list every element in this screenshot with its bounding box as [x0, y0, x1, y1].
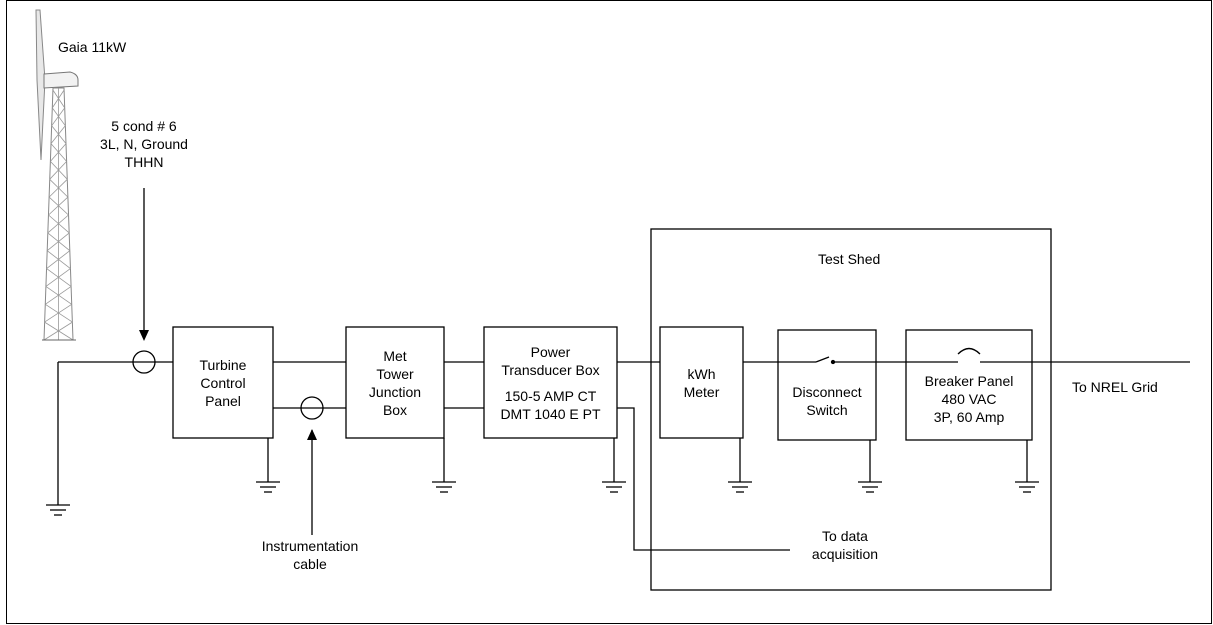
- data-acquisition-wire: [617, 407, 790, 551]
- box-text-line: Control: [200, 374, 246, 391]
- breaker-arc-icon: [906, 347, 1032, 363]
- met-tower-junction-box-label: Met Tower Junction Box: [346, 327, 444, 438]
- box-text-line: Met: [383, 347, 407, 364]
- instrumentation-cable-label: Instrumentation cable: [240, 537, 380, 573]
- box-text-line: Power: [530, 343, 571, 360]
- box-text-line: 480 VAC: [941, 391, 997, 407]
- cable-spec-line-1: 5 cond # 6: [111, 118, 177, 134]
- grid-label: To NREL Grid: [1072, 379, 1158, 395]
- power-transducer-box-label: Power Transducer Box 150-5 AMP CT DMT 10…: [484, 327, 617, 438]
- box-text-line: Box: [382, 401, 408, 418]
- disconnect-switch-box: [777, 329, 877, 441]
- cable-spec-label: 5 cond # 6 3L, N, Ground THHN: [84, 117, 204, 171]
- box-text-line: 3P, 60 Amp: [933, 409, 1005, 425]
- instrumentation-line-1: Instrumentation: [261, 538, 359, 554]
- kwh-meter-box: [659, 326, 744, 439]
- met-tower-junction-box: [345, 326, 445, 439]
- box-text-line: Turbine: [199, 356, 247, 373]
- instrumentation-arrowhead-icon: [307, 429, 317, 440]
- switch-blade-icon: [778, 356, 876, 365]
- cable-spec-line-2: 3L, N, Ground: [100, 136, 188, 152]
- power-transducer-box: [483, 326, 618, 439]
- frame-border: [6, 0, 1212, 624]
- turbine-control-panel-box: [172, 326, 274, 439]
- box-text-line: 150-5 AMP CT: [504, 387, 597, 404]
- box-text-line: Tower: [376, 365, 414, 382]
- data-acquisition-label: To data acquisition: [790, 527, 900, 563]
- box-text-line: Meter: [683, 383, 720, 400]
- turbine-control-panel-label: Turbine Control Panel: [173, 327, 273, 438]
- box-text-line: Disconnect: [792, 384, 862, 400]
- cable-arrowhead-icon: [139, 330, 149, 341]
- box-text-line: Breaker Panel: [924, 373, 1014, 389]
- turbine-blade: [35, 9, 46, 161]
- disconnect-switch-label: Disconnect Switch: [778, 370, 876, 432]
- turbine-nacelle: [43, 71, 79, 89]
- breaker-panel-label: Breaker Panel 480 VAC 3P, 60 Amp: [906, 366, 1032, 432]
- instrumentation-line-2: cable: [293, 556, 327, 572]
- kwh-meter-label: kWh Meter: [660, 327, 743, 438]
- box-text-line: Panel: [205, 392, 241, 409]
- cable-spec-line-3: THHN: [124, 154, 164, 170]
- box-text-line: Switch: [806, 402, 848, 418]
- box-text-line: Transducer Box: [501, 361, 600, 378]
- breaker-arc: [957, 347, 981, 355]
- wind-turbine-icon: [35, 9, 79, 341]
- wiring: [57, 188, 1190, 551]
- box-text-line: DMT 1040 E PT: [500, 405, 601, 422]
- turbine-label: Gaia 11kW: [58, 39, 127, 55]
- data-acquisition-line-1: To data: [822, 528, 868, 544]
- ground-symbols: [46, 481, 1039, 516]
- tower-bracing: [43, 88, 74, 341]
- test-shed-label: Test Shed: [818, 251, 881, 267]
- test-shed-enclosure: [650, 228, 1052, 591]
- switch-contact: [830, 359, 836, 365]
- box-text-line: Junction: [368, 383, 422, 400]
- switch-blade: [815, 356, 830, 363]
- data-acquisition-line-2: acquisition: [811, 546, 879, 562]
- box-text-line: kWh: [687, 365, 716, 382]
